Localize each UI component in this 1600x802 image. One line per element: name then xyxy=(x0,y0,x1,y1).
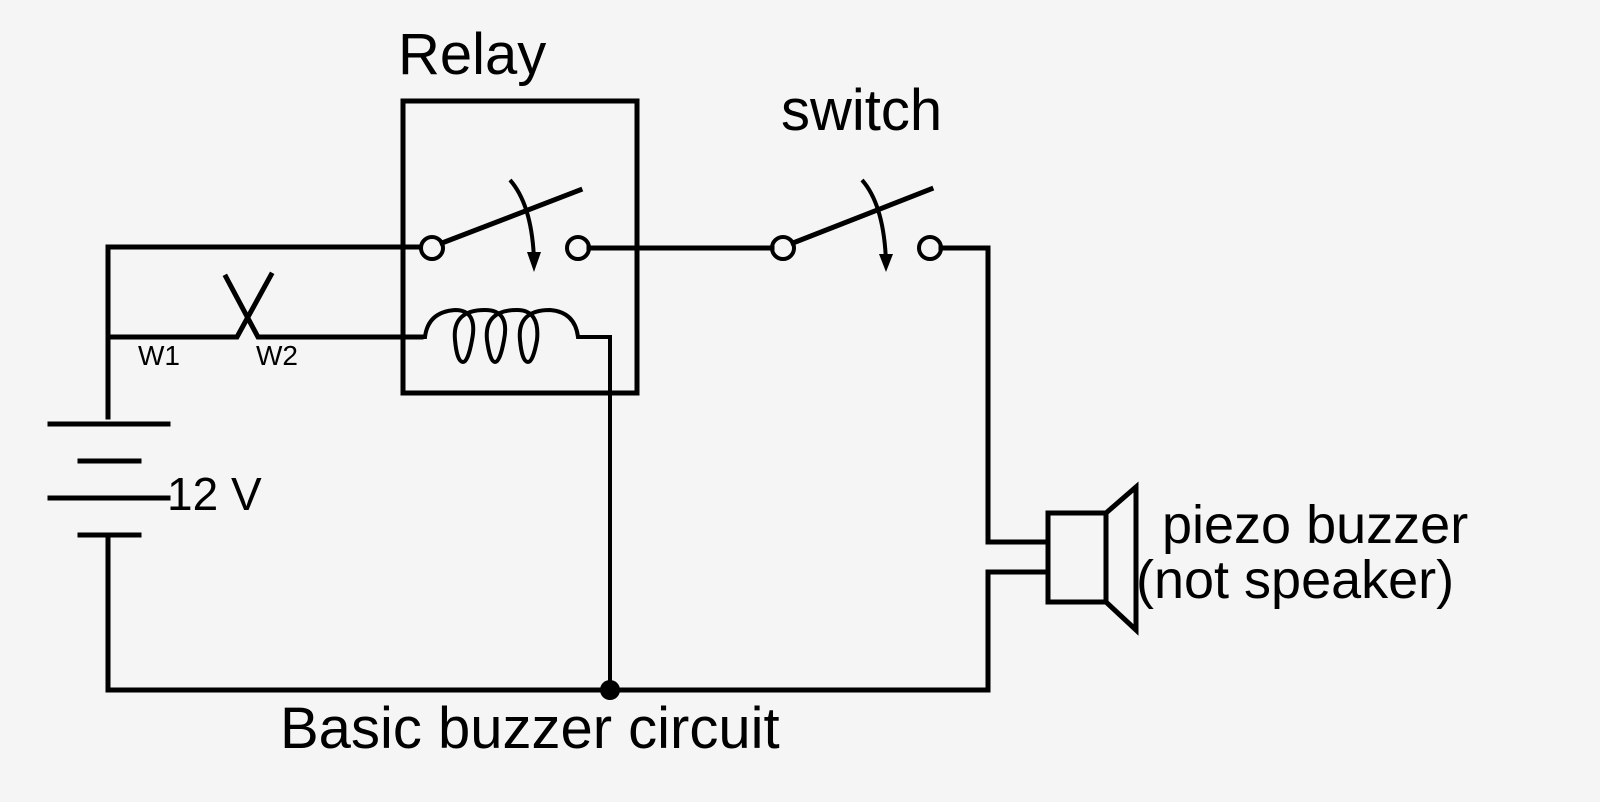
buzzer-label-line2: (not speaker) xyxy=(1136,550,1454,610)
buzzer-body xyxy=(1045,510,1109,605)
switch-label: switch xyxy=(781,78,942,143)
relay-switch-arm xyxy=(438,186,584,247)
diagram-title: Basic buzzer circuit xyxy=(280,696,780,761)
wire-bottom xyxy=(105,532,991,693)
wire-switch-to-buzzer xyxy=(938,245,1051,545)
switch-arm xyxy=(789,185,935,247)
switch-arrowhead-icon xyxy=(879,254,893,272)
relay-arrowhead-icon xyxy=(527,252,541,272)
relay-coil xyxy=(421,307,612,690)
w2-label: W2 xyxy=(256,340,298,371)
buzzer-cone-icon xyxy=(1103,481,1139,636)
w1-label: W1 xyxy=(138,340,180,371)
switch-contact-left xyxy=(770,235,796,261)
wire-top-left xyxy=(105,244,423,420)
wire-w2 xyxy=(222,273,424,340)
relay-arrow-icon xyxy=(508,178,536,261)
wire-w1 xyxy=(105,271,275,340)
relay-contact-no xyxy=(565,235,591,261)
junction-dot xyxy=(600,680,620,700)
battery-label: 12 V xyxy=(167,468,262,520)
relay-label: Relay xyxy=(398,22,546,87)
relay-contact-common xyxy=(419,235,445,261)
buzzer-label-line1: piezo buzzer xyxy=(1162,495,1468,555)
switch-arrow-icon xyxy=(860,178,888,263)
switch-contact-right xyxy=(917,235,943,261)
wire-buzzer-return xyxy=(985,569,1051,693)
